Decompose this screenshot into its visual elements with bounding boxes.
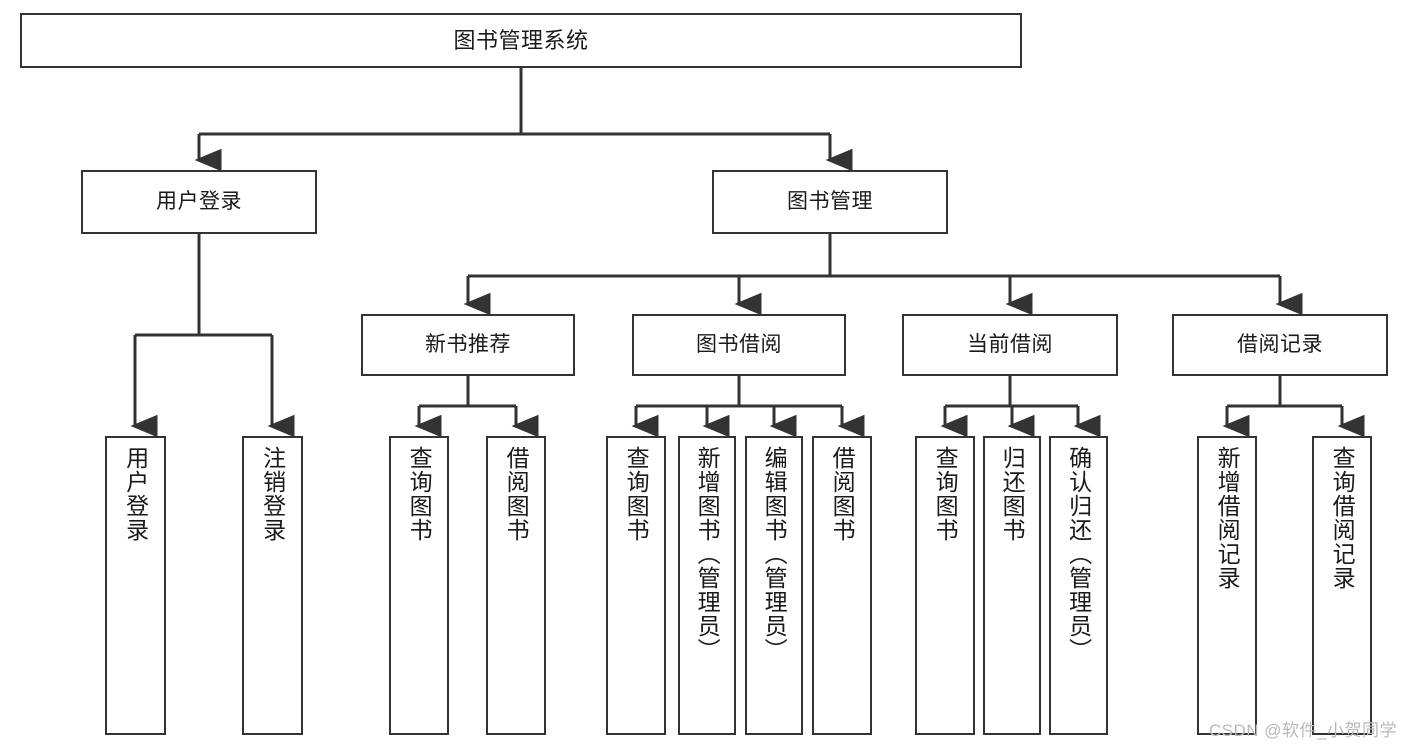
node-leaf-user-logout-label: 注销登录 [259,446,286,542]
node-leaf-add-book-admin-label: 新增图书（管理员） [694,446,721,662]
node-leaf-add-borrow-record-label: 新增借阅记录 [1214,446,1241,590]
node-root-label: 图书管理系统 [453,27,589,53]
node-leaf-borrow-book-rec-label: 借阅图书 [503,446,530,542]
node-book-borrow[interactable]: 图书借阅 [632,314,846,376]
node-user-login-label: 用户登录 [156,189,242,213]
node-leaf-query-book-borrow-label: 查询图书 [623,446,650,542]
node-leaf-query-book-rec[interactable]: 查询图书 [389,436,449,735]
node-book-manage-label: 图书管理 [787,189,873,213]
node-root[interactable]: 图书管理系统 [20,13,1022,68]
node-leaf-query-book-cur[interactable]: 查询图书 [915,436,975,735]
node-leaf-return-book[interactable]: 归还图书 [983,436,1041,735]
node-leaf-query-borrow-record[interactable]: 查询借阅记录 [1312,436,1372,735]
node-book-borrow-label: 图书借阅 [696,332,782,356]
node-leaf-query-borrow-record-label: 查询借阅记录 [1329,446,1356,590]
node-current-borrow[interactable]: 当前借阅 [902,314,1118,376]
node-leaf-borrow-book-rec[interactable]: 借阅图书 [486,436,546,735]
node-leaf-borrow-book[interactable]: 借阅图书 [812,436,872,735]
node-current-borrow-label: 当前借阅 [967,332,1053,356]
node-leaf-add-book-admin[interactable]: 新增图书（管理员） [678,436,736,735]
node-book-manage[interactable]: 图书管理 [712,170,948,234]
node-leaf-borrow-book-label: 借阅图书 [829,446,856,542]
node-leaf-return-book-label: 归还图书 [999,446,1026,542]
node-leaf-edit-book-admin[interactable]: 编辑图书（管理员） [745,436,803,735]
node-new-book-recommend-label: 新书推荐 [425,332,511,356]
node-borrow-record[interactable]: 借阅记录 [1172,314,1388,376]
csdn-watermark: CSDN @软件_小贺同学 [1208,721,1397,740]
node-leaf-edit-book-admin-label: 编辑图书（管理员） [761,446,788,662]
node-leaf-query-book-cur-label: 查询图书 [932,446,959,542]
node-leaf-query-book-borrow[interactable]: 查询图书 [606,436,666,735]
node-borrow-record-label: 借阅记录 [1237,332,1323,356]
node-leaf-user-login-label: 用户登录 [122,446,149,542]
node-leaf-user-login[interactable]: 用户登录 [105,436,166,735]
node-leaf-user-logout[interactable]: 注销登录 [242,436,303,735]
node-new-book-recommend[interactable]: 新书推荐 [361,314,575,376]
node-leaf-confirm-return-admin[interactable]: 确认归还（管理员） [1049,436,1108,735]
node-user-login[interactable]: 用户登录 [81,170,317,234]
node-leaf-confirm-return-admin-label: 确认归还（管理员） [1065,446,1092,662]
node-leaf-query-book-rec-label: 查询图书 [406,446,433,542]
node-leaf-add-borrow-record[interactable]: 新增借阅记录 [1197,436,1257,735]
